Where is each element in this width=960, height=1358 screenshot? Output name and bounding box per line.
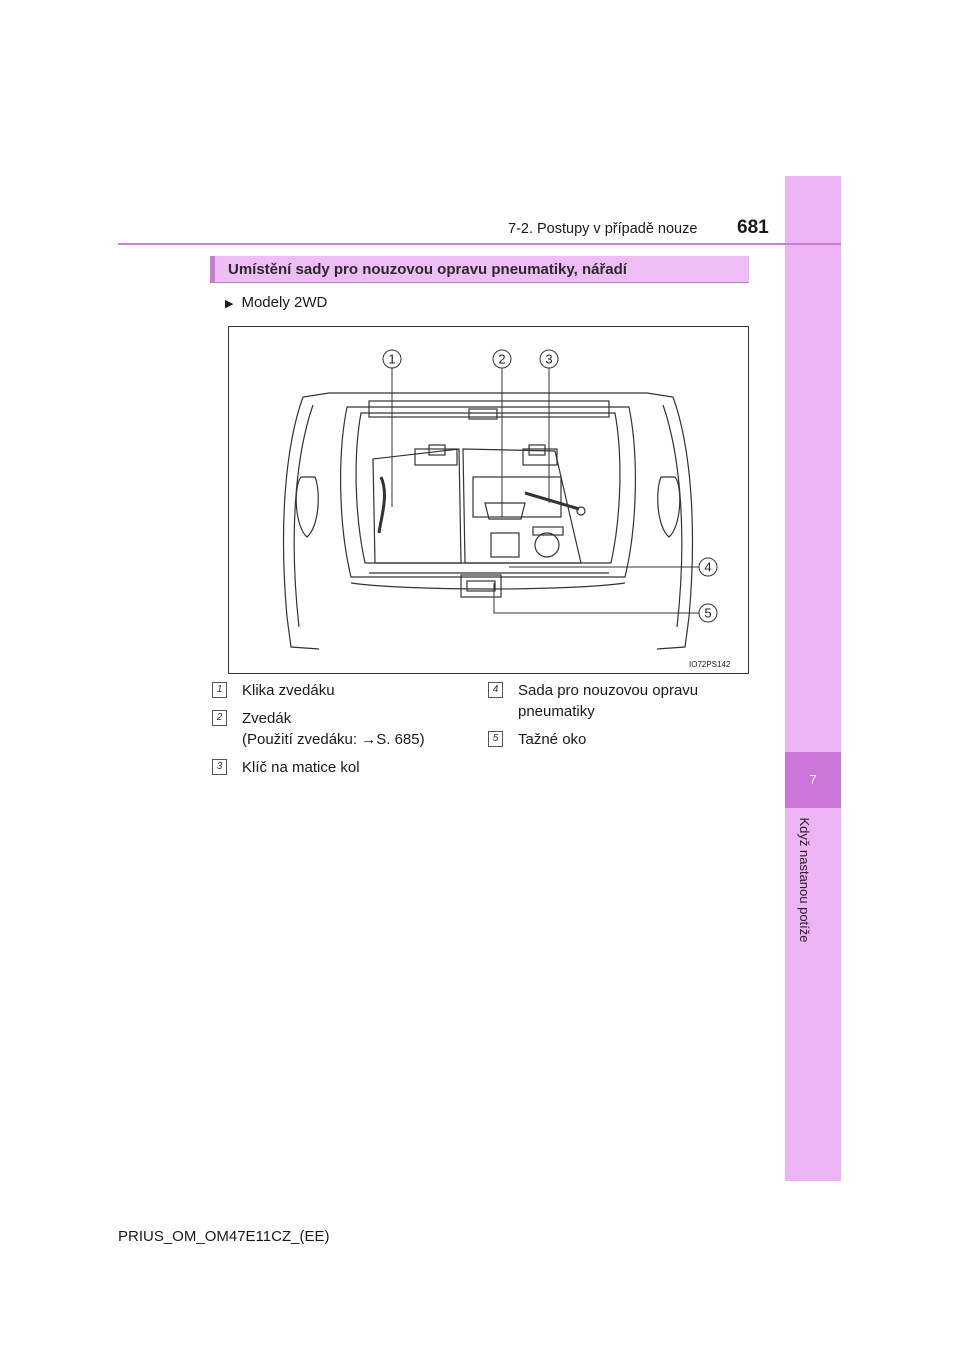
legend-number: 3 [212,759,227,775]
trunk-illustration: 1 2 3 4 5 [228,326,749,674]
page-number: 681 [737,217,769,238]
banner-title: Umístění sady pro nouzovou opravu pneuma… [228,261,627,278]
legend-text: Zvedák [242,710,292,727]
legend-text-2: (Použití zvedáku: →S. 685) [242,731,425,748]
callout-5-label: 5 [704,606,711,621]
legend-number: 4 [488,682,503,698]
callout-1-label: 1 [388,352,395,367]
section-banner: Umístění sady pro nouzovou opravu pneuma… [210,256,749,283]
callout-4-label: 4 [704,560,711,575]
chapter-tab-active[interactable] [785,752,841,808]
callout-2-label: 2 [498,352,505,367]
legend-number: 1 [212,682,227,698]
legend-number: 5 [488,731,503,747]
model-label: ▶ Modely 2WD [225,294,327,311]
callout-5 [698,603,718,623]
legend-number: 2 [212,710,227,726]
callout-3 [539,349,559,369]
legend-text: Klíč na matice kol [242,759,360,776]
chapter-title: Když nastanou potíže [797,817,812,943]
callout-2 [492,349,512,369]
legend-text: Sada pro nouzovou opravu [518,682,699,699]
section-title: 7-2. Postupy v případě nouze [508,221,698,237]
legend-text: Klika zvedáku [242,682,335,699]
document-footer: PRIUS_OM_OM47E11CZ_(EE) [118,1228,330,1245]
chapter-number: 7 [809,772,817,787]
header-rule [118,243,841,245]
legend-text-2: pneumatiky [518,703,595,720]
model-label-text: Modely 2WD [241,294,328,311]
callout-4 [698,557,718,577]
chapter-side-tab [785,176,841,1181]
callout-1 [382,349,402,369]
legend-text: Tažné oko [518,731,587,748]
callout-3-label: 3 [545,352,552,367]
trunk-drawing: 1 2 3 4 5 [282,349,718,650]
triangle-bullet-icon: ▶ [225,298,234,310]
figure-code: IO72PS142 [689,660,731,669]
